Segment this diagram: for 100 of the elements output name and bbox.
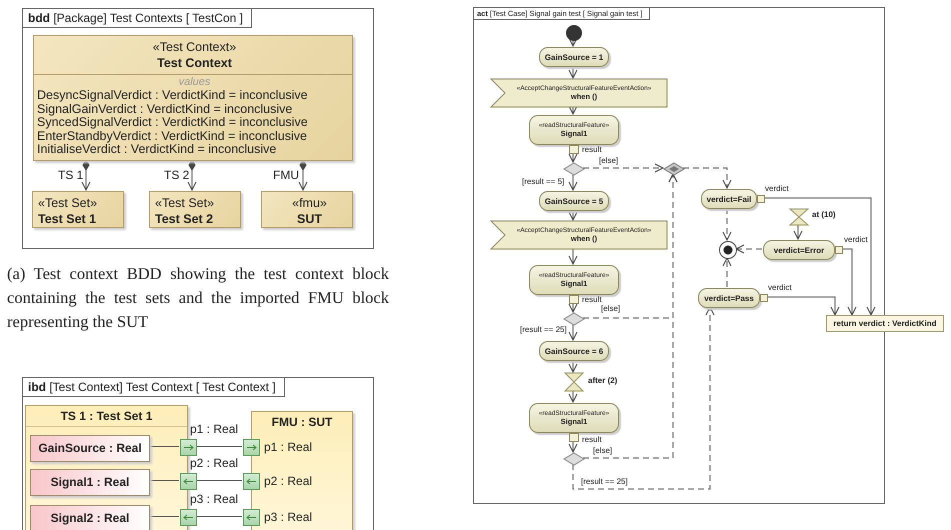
- port-square: [180, 509, 197, 526]
- element-name: verdict=Pass: [703, 294, 755, 302]
- arrow: [582, 164, 664, 172]
- element-name: GainSource : Real: [37, 440, 143, 457]
- initial-node: [566, 25, 582, 41]
- timer-label: after (2): [588, 376, 618, 385]
- pin-square: [569, 145, 579, 154]
- attribute-text: InitialiseVerdict : VerdictKind = inconclusive: [36, 143, 278, 156]
- stereotype-label: «Test Context»: [152, 39, 238, 55]
- edge-label: [result == 25]: [519, 325, 568, 334]
- element-name: TS 1 : Test Set 1: [26, 406, 187, 427]
- stereotype-label: «Test Set»: [37, 195, 98, 211]
- block-box: [32, 191, 124, 228]
- arrow: [568, 152, 578, 162]
- arrow: [682, 168, 732, 188]
- connector-line: [148, 516, 180, 517]
- port-label: p1 : Real: [190, 422, 238, 436]
- arrow: [582, 174, 678, 458]
- timer-icon: [790, 209, 808, 225]
- attribute-text: EnterStandbyVerdict : VerdictKind = inconclusive: [36, 130, 308, 143]
- port-square: [180, 439, 197, 456]
- arrow: [842, 248, 856, 316]
- pin-label: result: [582, 435, 602, 444]
- arrow: [568, 174, 578, 190]
- connector-line: [148, 480, 180, 481]
- part-box: [251, 411, 353, 530]
- attribute-text: SyncedSignalVerdict : VerdictKind = inconclusive: [36, 116, 309, 130]
- edge-label: [result == 25]: [580, 477, 629, 486]
- edge-label: FMU: [272, 168, 300, 182]
- action-box: [529, 265, 619, 295]
- stereotype-label: «Test Set»: [154, 195, 216, 211]
- pin-label: verdict: [768, 283, 792, 292]
- decision-diamond: [564, 453, 584, 465]
- arrow: [736, 244, 762, 254]
- edge-label: [result == 5]: [521, 177, 566, 186]
- action-box: [529, 403, 619, 433]
- element-name: Signal1 : Real: [50, 474, 130, 491]
- pin-square: [760, 294, 768, 302]
- part-box: [30, 505, 150, 530]
- timer-label: at (10): [812, 210, 836, 219]
- element-name: GainSource = 6: [544, 346, 604, 356]
- arrow: [764, 198, 876, 316]
- element-name: GainSource = 5: [544, 196, 604, 206]
- element-name: FMU : SUT: [270, 414, 334, 431]
- part-box: [30, 469, 150, 496]
- decision-diamond: [564, 163, 584, 175]
- compartment-label: values: [34, 74, 352, 89]
- final-node: [719, 241, 737, 259]
- arrow: [794, 224, 802, 240]
- arrow: [568, 324, 578, 340]
- connector-line: [196, 480, 242, 481]
- action-box: [539, 47, 609, 67]
- attribute-text: SignalGainVerdict : VerdictKind = inconclusive: [36, 102, 294, 116]
- pin-label: verdict: [765, 184, 789, 193]
- action-box: [539, 341, 609, 361]
- arrow: [568, 38, 578, 46]
- block-box: [261, 191, 353, 228]
- action-box: [529, 115, 619, 145]
- element-name: Test Set 2: [154, 211, 214, 227]
- pin-label: result: [582, 295, 602, 304]
- pin-label: verdict: [844, 235, 868, 244]
- action-box: [763, 240, 835, 260]
- pin-square: [569, 295, 579, 304]
- action-box: [539, 191, 609, 211]
- element-name: Signal2 : Real: [50, 510, 130, 527]
- arrow: [568, 302, 578, 312]
- arrow: [722, 258, 732, 288]
- element-name: SUT: [296, 211, 323, 227]
- port-label: p2 : Real: [190, 456, 238, 470]
- parameter-box: [826, 315, 944, 332]
- diagram-frame: [22, 8, 374, 249]
- action-box: [698, 288, 760, 308]
- connector-line: [196, 516, 242, 517]
- arrow: [568, 440, 578, 452]
- arrow: [82, 160, 90, 190]
- arrow: [298, 160, 308, 190]
- element-name: verdict=Fail: [706, 194, 752, 204]
- port-square: [243, 473, 260, 490]
- edge-label: TS 1: [57, 168, 84, 182]
- edge-label: [else]: [598, 156, 620, 165]
- arrow: [568, 360, 578, 372]
- arrow: [568, 248, 578, 264]
- connector-line: [148, 446, 180, 447]
- part-box: [30, 435, 150, 462]
- element-name: verdict=Error: [772, 246, 826, 254]
- element-name: Test Context: [156, 55, 233, 72]
- port-label: p3 : Real: [190, 492, 238, 506]
- arrow: [722, 208, 732, 240]
- arrow: [568, 66, 578, 78]
- arrow: [568, 210, 578, 220]
- pin-square: [569, 433, 579, 442]
- diagram-frame: [22, 377, 374, 530]
- merge-diamond: [664, 163, 684, 175]
- edge-label: TS 2: [163, 168, 190, 182]
- port-square: [243, 439, 260, 456]
- arrow: [572, 306, 714, 490]
- block-box: [33, 35, 353, 161]
- port-square: [180, 473, 197, 490]
- arrow: [568, 106, 578, 114]
- diagram-frame: [473, 7, 885, 504]
